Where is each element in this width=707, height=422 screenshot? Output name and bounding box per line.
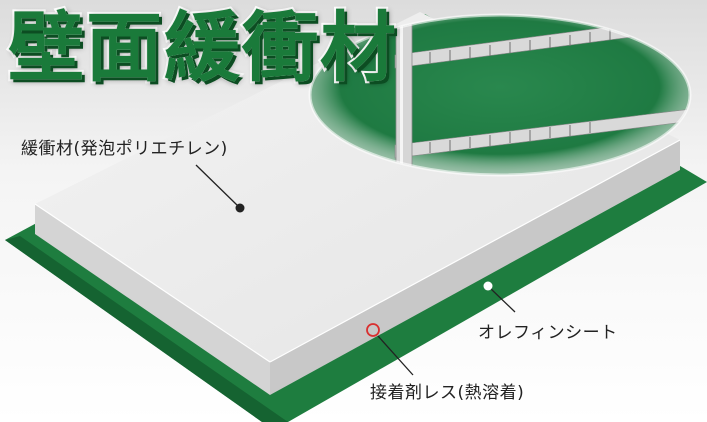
adhesive-less-label: 接着剤レス(熱溶着) <box>370 383 525 403</box>
zoom-detail <box>310 15 690 175</box>
foam-board-right-side <box>270 140 680 395</box>
page-title: 壁面緩衝材 <box>6 1 398 94</box>
olefin-sheet-edge <box>5 236 288 422</box>
adhesive-callout-line <box>377 335 414 376</box>
foam-callout-dot <box>235 203 245 213</box>
foam-board-edge-highlight-right <box>269 139 681 363</box>
foam-board-front-side <box>35 204 270 395</box>
sheet-callout-dot <box>483 281 493 291</box>
foam-label: 緩衝材(発泡ポリエチレン) <box>21 139 228 159</box>
sheet-callout-line <box>489 287 516 313</box>
foam-callout-line <box>195 164 239 207</box>
foam-board-edge-highlight <box>34 203 271 363</box>
adhesive-marker-circle <box>366 323 380 337</box>
olefin-sheet-label: オレフィンシート <box>478 323 618 343</box>
